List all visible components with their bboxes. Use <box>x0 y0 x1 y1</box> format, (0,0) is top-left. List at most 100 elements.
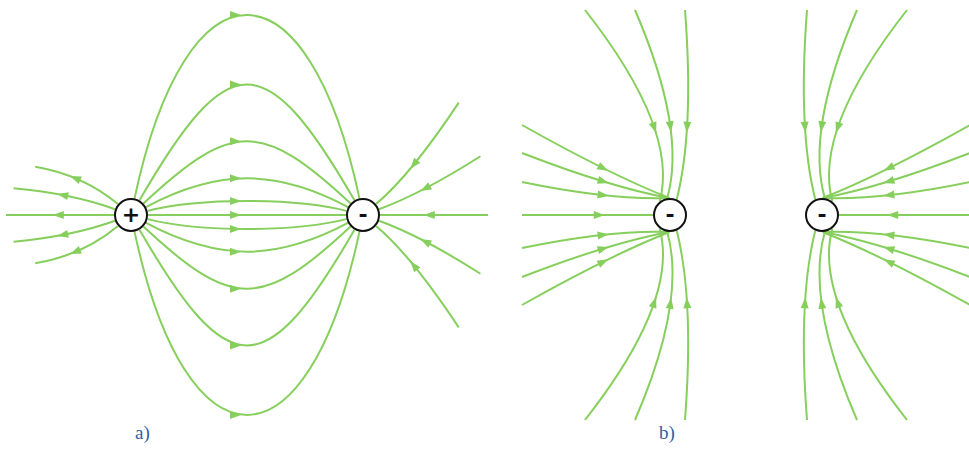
arrowhead <box>887 211 898 219</box>
field-line <box>522 214 653 216</box>
arrowhead <box>424 211 435 219</box>
field-line <box>804 231 815 420</box>
field-line <box>804 10 815 199</box>
arrowhead <box>883 246 895 254</box>
field-line <box>635 232 673 420</box>
arrowhead <box>53 211 64 219</box>
charge-circle: + <box>114 198 148 232</box>
field-line <box>829 228 907 420</box>
field-line <box>522 232 669 248</box>
field-line <box>677 231 688 420</box>
charge-sign: - <box>358 204 367 226</box>
arrowhead <box>57 192 69 200</box>
field-line <box>585 10 663 202</box>
field-line <box>819 10 857 198</box>
field-line <box>35 167 118 204</box>
field-line <box>35 226 118 263</box>
field-line-path <box>140 85 355 201</box>
panel-label: a) <box>132 422 153 444</box>
field-line <box>379 221 480 274</box>
field-line-path <box>147 201 346 211</box>
field-line-path <box>146 178 348 207</box>
arrowhead <box>683 297 691 308</box>
charge-circle: - <box>346 198 380 232</box>
arrowhead <box>420 182 432 191</box>
field-line <box>677 10 688 199</box>
field-line <box>819 232 857 420</box>
charge-sign: - <box>665 204 674 226</box>
field-line <box>823 182 969 198</box>
field-line <box>146 174 348 207</box>
field-line <box>839 214 969 216</box>
field-line <box>376 103 459 204</box>
field-line <box>585 228 663 420</box>
arrowhead <box>230 285 241 293</box>
arrowhead <box>230 225 241 233</box>
field-line-path <box>147 219 346 229</box>
field-line <box>143 137 350 203</box>
arrowhead <box>597 191 608 199</box>
field-line <box>829 10 907 202</box>
arrowhead <box>649 297 657 309</box>
arrowhead <box>420 239 432 248</box>
field-line <box>823 232 969 248</box>
arrowhead <box>70 176 82 184</box>
arrowhead <box>884 162 896 170</box>
arrowhead <box>57 230 69 238</box>
field-line-path <box>140 230 355 346</box>
field-line <box>522 153 669 198</box>
charge-circle: - <box>653 198 687 232</box>
arrowhead <box>230 248 241 256</box>
field-line <box>135 11 360 198</box>
arrowhead <box>410 158 420 169</box>
field-line <box>147 197 346 211</box>
field-line <box>823 232 969 305</box>
field-line <box>376 226 459 327</box>
charge-circle: - <box>805 198 839 232</box>
arrowhead <box>836 121 844 133</box>
arrowhead <box>597 176 609 184</box>
arrowhead <box>884 259 896 267</box>
arrowhead <box>597 259 609 267</box>
field-line <box>135 232 360 419</box>
field-line <box>379 156 480 209</box>
arrowhead <box>597 231 608 239</box>
arrowhead <box>70 246 82 254</box>
arrowhead <box>410 261 420 272</box>
field-line <box>148 211 346 219</box>
charge-sign: + <box>122 204 140 226</box>
arrowhead <box>818 121 826 132</box>
field-line <box>147 219 346 233</box>
arrowhead <box>594 211 605 219</box>
field-line <box>823 232 969 277</box>
arrowhead <box>597 162 609 170</box>
arrowhead <box>230 174 241 182</box>
arrowhead <box>230 11 241 19</box>
arrowhead <box>883 191 894 199</box>
arrowhead <box>883 176 895 184</box>
field-line-path <box>143 141 350 203</box>
field-line <box>146 223 348 256</box>
arrowhead <box>801 121 809 132</box>
field-line <box>823 125 969 198</box>
field-line <box>143 227 350 293</box>
arrowhead <box>230 137 241 145</box>
arrowhead <box>836 297 844 309</box>
arrowhead <box>683 121 691 132</box>
arrowhead <box>666 121 674 132</box>
charge-sign: - <box>817 204 826 226</box>
arrowhead <box>801 297 809 308</box>
arrowhead <box>597 246 609 254</box>
arrowhead <box>230 81 241 89</box>
arrowhead <box>649 121 657 133</box>
arrowhead <box>230 197 241 205</box>
field-line <box>522 125 669 198</box>
arrowhead <box>230 341 241 349</box>
panel-label: b) <box>656 422 678 444</box>
field-line-path <box>135 15 360 198</box>
field-line <box>635 10 673 198</box>
field-line-path <box>135 232 360 415</box>
field-line-path <box>143 227 350 289</box>
